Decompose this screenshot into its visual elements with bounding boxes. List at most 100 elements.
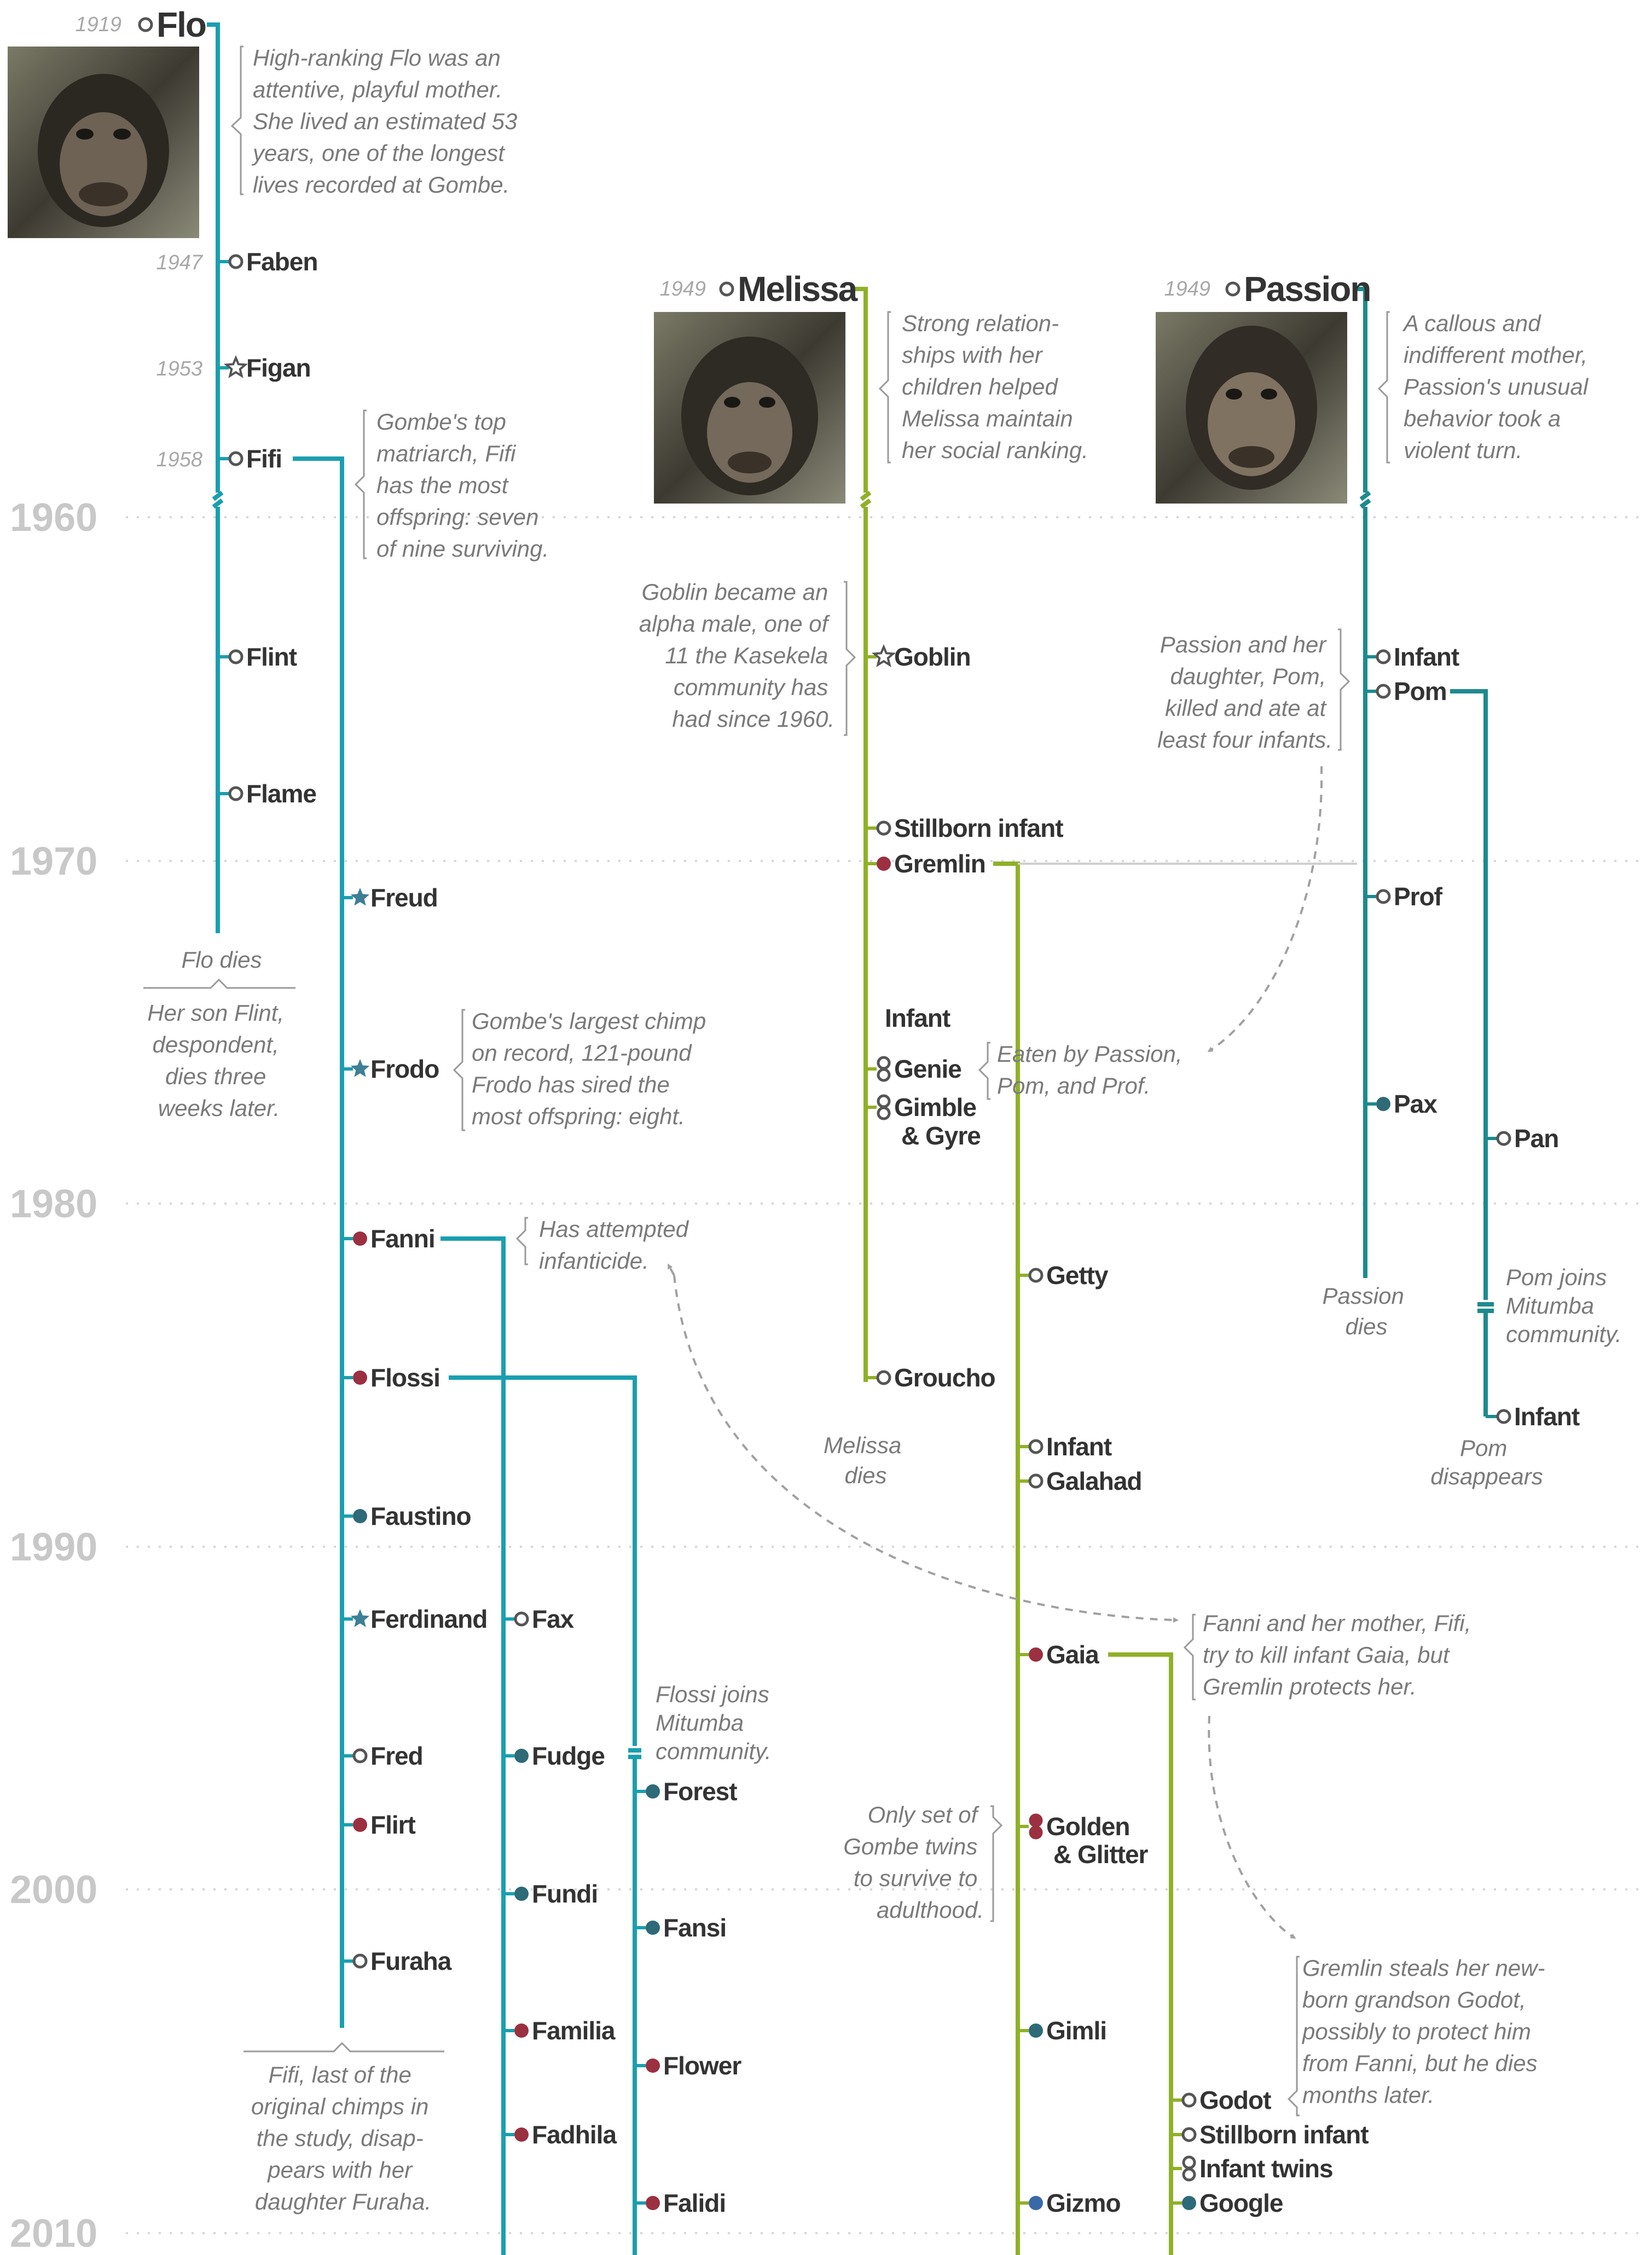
mother-passion-name: Passion <box>1244 269 1370 309</box>
flo-dies-note: Flo dies <box>181 947 262 973</box>
prof-marker-icon <box>1376 889 1391 904</box>
offspring-prof: Prof <box>1365 882 1444 911</box>
faustino-name: Faustino <box>370 1502 471 1530</box>
flo-dies-bracket <box>143 978 295 989</box>
gimble-twin-icon <box>877 1094 891 1108</box>
pom-disappears-note: Pom disappears <box>1430 1435 1543 1489</box>
flossi-marker-icon <box>353 1371 367 1385</box>
godot-name: Godot <box>1199 2086 1271 2114</box>
gremlin-name: Gremlin <box>894 849 986 878</box>
offspring-galahad: Galahad <box>1018 1467 1143 1495</box>
offspring-freud: Freud <box>342 883 438 912</box>
offspring-ferdinand: Ferdinand <box>342 1605 488 1633</box>
getty-name: Getty <box>1046 1261 1109 1290</box>
offspring-fudge: Fudge <box>503 1742 605 1770</box>
familia-marker-icon <box>514 2023 529 2038</box>
fadhila-marker-icon <box>514 2127 529 2142</box>
prof-name: Prof <box>1394 882 1443 911</box>
flame-marker-icon <box>228 786 244 801</box>
offspring-gaia: Gaia <box>1018 1640 1100 1669</box>
arrow-fanni-gaia <box>673 1275 1179 1623</box>
melissa-family: Strong relation- ships with her children… <box>639 287 1545 2255</box>
golden-twin-icon-b <box>1029 1825 1043 1840</box>
infant_p2-name: Infant <box>1514 1402 1580 1431</box>
gaia-note-bracket <box>1183 1614 1196 1701</box>
faben-marker-icon <box>228 254 244 269</box>
gimli-name: Gimli <box>1046 2016 1106 2045</box>
fred-name: Fred <box>370 1742 423 1770</box>
gizmo-name: Gizmo <box>1046 2189 1121 2217</box>
gaia-marker-icon <box>1029 1647 1043 1662</box>
faustino-marker-icon <box>353 1509 367 1523</box>
passion-lifeline <box>1354 287 1371 1278</box>
gimli-marker-icon <box>1029 2023 1043 2038</box>
offspring-flower: Flower <box>635 2051 742 2080</box>
infant_twins-name: Infant twins <box>1199 2154 1333 2183</box>
offspring-pax: Pax <box>1365 1090 1438 1118</box>
passion-note: A callous and indifferent mother, Passio… <box>1402 310 1595 463</box>
twins-note: Only set of Gombe twins to survive to ad… <box>843 1802 984 1923</box>
goblin-name: Goblin <box>894 643 971 671</box>
fadhila-name: Fadhila <box>532 2120 617 2149</box>
offspring-goblin: Goblin <box>866 643 971 671</box>
fanni-lifeline <box>440 1236 506 2255</box>
gizmo-marker-icon <box>1029 2196 1043 2210</box>
mother-flo: 1919 Flo <box>75 5 207 44</box>
passion-dies-note: Passion dies <box>1322 1283 1410 1339</box>
fansi-name: Fansi <box>663 1913 726 1942</box>
fifi-note: Gombe's top matriarch, Fifi has the most… <box>376 409 549 562</box>
flirt-name: Flirt <box>370 1811 416 1839</box>
decade-label-1960: 1960 <box>10 496 97 540</box>
flower-name: Flower <box>663 2051 741 2080</box>
google-name: Google <box>1199 2189 1283 2217</box>
offspring-fanni: Fanni <box>342 1224 436 1253</box>
offspring-stillborn1: Stillborn infant <box>866 814 1064 842</box>
offspring-familia: Familia <box>503 2016 616 2045</box>
goblin-star-icon <box>871 644 896 667</box>
gaia-lifeline <box>1108 1652 1173 2255</box>
frodo-note-bracket <box>453 1009 465 1131</box>
flirt-marker-icon <box>353 1818 367 1832</box>
furaha-name: Furaha <box>370 1947 452 1975</box>
offspring-flirt: Flirt <box>342 1811 416 1839</box>
offspring-falidi: Falidi <box>635 2189 726 2217</box>
falidi-marker-icon <box>646 2196 660 2210</box>
pax-marker-icon <box>1376 1097 1390 1111</box>
furaha-marker-icon <box>352 1953 368 1969</box>
twins-note-bracket <box>990 1805 1003 1922</box>
mother-passion-year: 1949 <box>1164 277 1210 300</box>
figan-star-icon <box>223 355 248 378</box>
infant_p1-marker-icon <box>1376 649 1391 664</box>
mother-flo-year: 1919 <box>75 13 121 36</box>
glitter-name: & Glitter <box>1053 1840 1149 1869</box>
freud-star-icon <box>350 888 370 906</box>
fundi-name: Fundi <box>532 1880 598 1908</box>
golden-name: Golden <box>1046 1812 1129 1841</box>
passion-family: A callous and indifferent mother, Passio… <box>1156 287 1622 1489</box>
melissa-note: Strong relation- ships with her children… <box>902 310 1088 463</box>
eaten-note: Eaten by Passion, Pom, and Prof. <box>997 1041 1189 1098</box>
mother-melissa-name: Melissa <box>738 269 858 309</box>
fred-marker-icon <box>352 1748 368 1763</box>
frodo-star-icon <box>350 1059 370 1077</box>
mother-flo-name: Flo <box>156 5 206 44</box>
google-marker-icon <box>1182 2196 1196 2210</box>
decade-axis: 1960 1970 1980 1990 2000 2010 <box>10 496 1642 2255</box>
faben-year: 1947 <box>156 251 203 274</box>
godot-note-bracket <box>1287 1956 1300 2117</box>
ferdinand-star-icon <box>350 1609 370 1627</box>
gimble-name: Gimble <box>894 1093 976 1121</box>
forest-name: Forest <box>663 1777 737 1806</box>
offspring-infant_p2: Infant <box>1486 1402 1580 1431</box>
melissa-note-bracket <box>878 311 891 464</box>
offspring-faustino: Faustino <box>342 1502 472 1530</box>
offspring-furaha: Furaha <box>342 1947 453 1975</box>
melissa-lifeline <box>854 287 872 1382</box>
passion-photo <box>1156 312 1347 504</box>
offspring-glitter: & Glitter <box>1053 1840 1149 1869</box>
pom-lifeline <box>1450 689 1494 1416</box>
passion-pom-note: Passion and her daughter, Pom, killed an… <box>1157 632 1332 753</box>
infant_label-name: Infant <box>885 1004 950 1032</box>
